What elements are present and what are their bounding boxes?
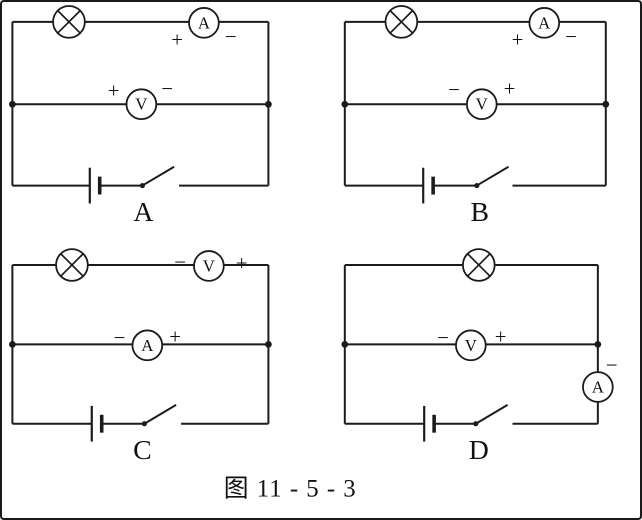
voltmeter-minus-sign: −	[437, 325, 449, 349]
voltmeter-minus-sign: −	[174, 250, 186, 274]
battery-icon	[422, 167, 435, 204]
ammeter-letter: A	[592, 378, 605, 397]
circuit-d-label: D	[469, 435, 489, 466]
voltmeter: V + −	[108, 76, 173, 120]
ammeter-body	[528, 7, 561, 39]
ammeter-body	[582, 371, 614, 403]
voltmeter-letter: V	[135, 95, 147, 114]
switch-icon	[139, 165, 175, 189]
switch-blade	[475, 404, 509, 425]
lamp-cross	[60, 253, 84, 277]
circuit-c-label: C	[133, 435, 152, 466]
circuit-a-label: A	[133, 197, 153, 228]
switch-blade	[143, 404, 177, 425]
ammeter-letter: A	[198, 13, 211, 32]
voltmeter-plus-sign: +	[236, 251, 248, 275]
ammeter-plus-sign: +	[512, 28, 524, 52]
circuit-c: V − + A − + C	[9, 248, 272, 466]
ammeter-plus-sign: +	[171, 28, 183, 52]
junction-dot	[341, 100, 349, 108]
switch-icon	[141, 404, 177, 427]
ammeter-minus-sign: −	[225, 25, 237, 49]
circuit-d: V − + A − D	[341, 248, 618, 466]
ammeter-minus-sign: −	[114, 325, 126, 349]
battery-icon	[90, 405, 104, 442]
lamp-icon	[384, 5, 419, 39]
junction-dot	[594, 340, 602, 348]
ammeter-letter: A	[141, 336, 154, 355]
battery-icon	[88, 167, 102, 204]
junction-dot	[9, 100, 16, 108]
voltmeter-letter: V	[476, 95, 488, 114]
ammeter-body	[131, 329, 164, 362]
junction-dot	[265, 340, 272, 348]
figure-caption: 图 11 - 5 - 3	[224, 476, 357, 503]
voltmeter-body	[465, 88, 498, 120]
voltmeter-body	[125, 88, 158, 120]
circuit-a: A + − V + − A	[9, 5, 272, 228]
switch-icon	[473, 404, 509, 427]
ammeter-plus-sign: +	[169, 324, 181, 348]
lamp-cross	[57, 10, 81, 34]
ammeter: A − +	[114, 324, 181, 362]
lamp-icon	[52, 5, 86, 39]
ammeter-minus-sign: −	[565, 25, 577, 49]
junction-dot	[341, 340, 349, 348]
voltmeter-body	[193, 250, 225, 282]
lamp-cross	[389, 10, 414, 34]
junction-dot	[602, 100, 610, 108]
voltmeter-plus-sign: +	[495, 324, 507, 348]
voltmeter-plus-sign: +	[504, 76, 516, 100]
switch-blade	[476, 165, 510, 187]
voltmeter-letter: V	[465, 336, 477, 355]
voltmeter: V − +	[448, 76, 516, 120]
battery-icon	[423, 405, 436, 442]
lamp-icon	[55, 248, 89, 282]
switch-blade	[141, 165, 175, 187]
voltmeter-letter: V	[203, 256, 215, 275]
circuit-b-label: B	[471, 197, 490, 228]
junction-dot	[9, 340, 16, 348]
ammeter: A + −	[171, 7, 237, 52]
circuit-b: A + − V − + B	[341, 5, 610, 228]
voltmeter: V − +	[174, 250, 248, 282]
voltmeter-body	[455, 329, 487, 362]
ammeter-body	[188, 7, 220, 39]
voltmeter-minus-sign: −	[448, 77, 460, 101]
voltmeter-plus-sign: +	[108, 78, 120, 102]
ammeter-minus-sign: −	[606, 353, 618, 377]
junction-dot	[265, 100, 272, 108]
ammeter: A −	[582, 353, 618, 403]
voltmeter-minus-sign: −	[161, 76, 173, 100]
voltmeter: V − +	[437, 324, 507, 362]
ammeter: A + −	[512, 7, 577, 52]
lamp-icon	[462, 248, 496, 282]
lamp-cross	[466, 253, 491, 277]
switch-icon	[474, 165, 510, 189]
ammeter-letter: A	[538, 13, 551, 32]
